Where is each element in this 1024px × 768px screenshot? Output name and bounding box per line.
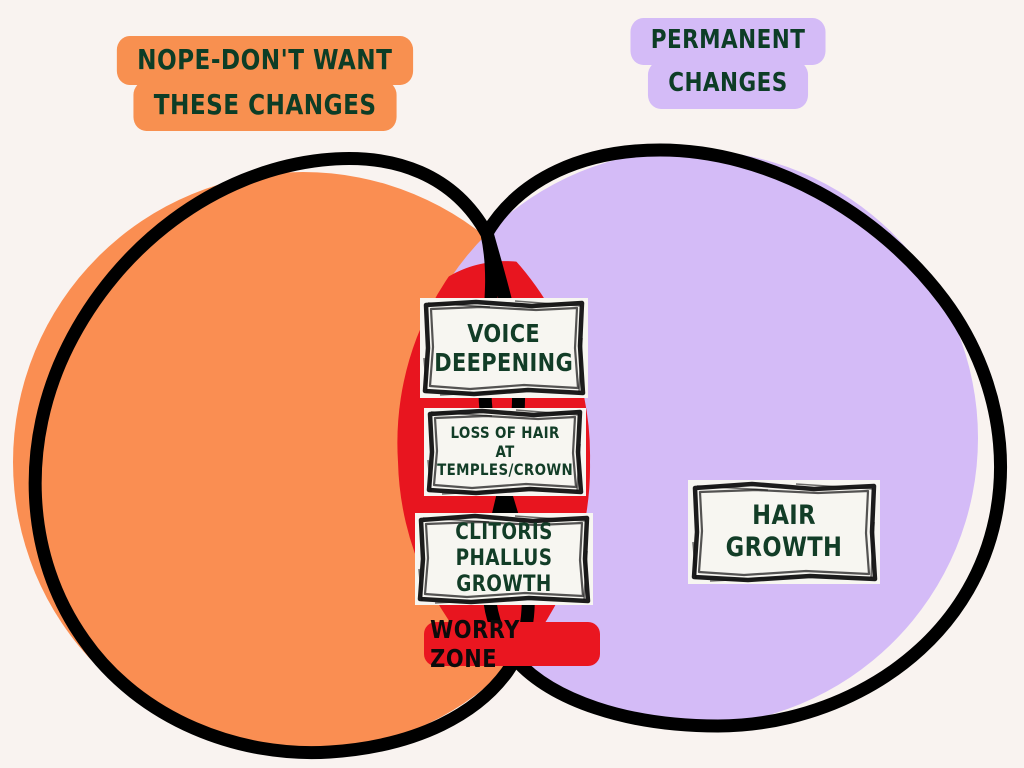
item-box-hair-growth-text: HAIR GROWTH bbox=[695, 500, 874, 564]
box-line2: AT TEMPLES/CROWN bbox=[437, 441, 573, 480]
box-line2: PHALLUS GROWTH bbox=[455, 546, 553, 597]
right-set-label: PERMANENT CHANGES bbox=[622, 18, 834, 109]
worry-zone-badge-label: WORRY ZONE bbox=[430, 615, 520, 673]
left-set-label: NOPE-DON'T WANT THESE CHANGES bbox=[104, 36, 426, 131]
item-box-loss-of-hair: LOSS OF HAIR AT TEMPLES/CROWN bbox=[424, 408, 586, 496]
item-box-hair-growth: HAIR GROWTH bbox=[688, 480, 880, 584]
left-set-label-line2: THESE CHANGES bbox=[133, 81, 397, 131]
left-set-label-line1: NOPE-DON'T WANT bbox=[116, 36, 413, 86]
right-set-label-line2: CHANGES bbox=[648, 61, 809, 109]
box-line1: VOICE bbox=[467, 318, 541, 348]
box-line2: DEEPENING bbox=[434, 348, 574, 377]
worry-zone-badge: WORRY ZONE bbox=[424, 615, 600, 673]
box-line1: LOSS OF HAIR bbox=[450, 422, 560, 442]
item-box-clitoris-phallus-growth-text: CLITORIS PHALLUS GROWTH bbox=[421, 520, 587, 598]
item-box-voice-deepening-text: VOICE DEEPENING bbox=[422, 319, 587, 378]
box-line1: HAIR GROWTH bbox=[725, 500, 843, 563]
box-line1: CLITORIS bbox=[455, 520, 553, 546]
item-box-voice-deepening: VOICE DEEPENING bbox=[420, 298, 588, 398]
item-box-loss-of-hair-text: LOSS OF HAIR AT TEMPLES/CROWN bbox=[424, 422, 586, 481]
item-box-clitoris-phallus-growth: CLITORIS PHALLUS GROWTH bbox=[415, 513, 593, 605]
right-set-label-line1: PERMANENT bbox=[630, 18, 826, 66]
